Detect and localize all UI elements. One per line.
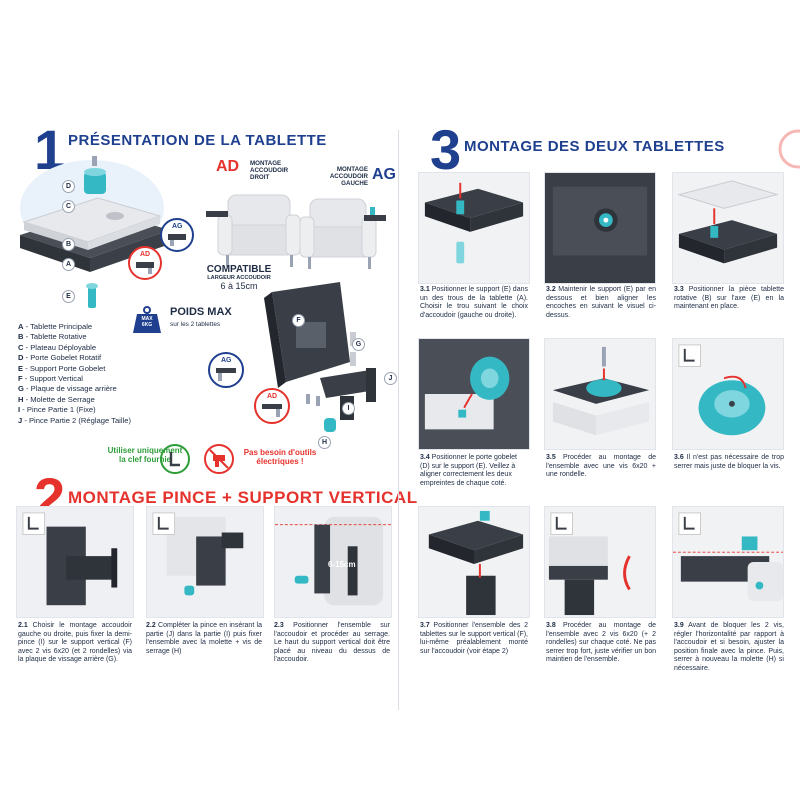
step-3-8-photo <box>544 506 656 618</box>
ag-label: AG <box>372 166 396 183</box>
step-3-5-photo <box>544 338 656 450</box>
compatible-sub: LARGEUR ACCOUDOIR <box>207 275 271 281</box>
step-2-2-caption: 2.2 Compléter la pince en insérant la pa… <box>146 622 262 655</box>
weight-icon <box>132 304 162 334</box>
step-2-2-photo <box>146 506 264 618</box>
ad-clamp-circle: AD <box>254 388 290 424</box>
parts-legend: A - Tablette Principale B - Tablette Rot… <box>18 322 158 426</box>
step-3-4-photo <box>418 338 530 450</box>
step-3-2-caption: 3.2 Maintenir le support (E) par en dess… <box>546 286 656 319</box>
legend-item: B - Tablette Rotative <box>18 332 87 342</box>
step-3-9-caption: 3.9 Avant de bloquer les 2 vis, régler l… <box>674 622 784 672</box>
ad-caption: MONTAGE ACCOUDOIR DROIT <box>250 160 289 181</box>
legend-item: A - Tablette Principale <box>18 322 93 331</box>
note-key: Utiliser uniquement la clef fournie <box>107 446 183 464</box>
step-3-3-caption: 3.3 Positionner la pièce tablette rotati… <box>674 286 784 311</box>
allen-key-icon <box>160 444 190 474</box>
section3-number: 3 <box>430 118 462 181</box>
legend-item: F - Support Vertical <box>18 374 83 384</box>
ag-clamp-circle: AG <box>208 352 244 388</box>
part-badge-i: I <box>342 402 355 415</box>
brand-logo-icon <box>768 126 800 172</box>
section1-title: PRÉSENTATION DE LA TABLETTE <box>68 132 327 149</box>
compatible-title: COMPATIBLE <box>206 264 272 275</box>
note-tools: Pas besoin d'outils électriques ! <box>243 448 317 466</box>
legend-item: J - Pince Partie 2 (Réglage Taille) <box>18 415 131 425</box>
step-3-7-caption: 3.7 Positionner l'ensemble des 2 tablett… <box>420 622 528 655</box>
legend-item: H - Molette de Serrage <box>18 394 95 404</box>
weight-title: POIDS MAX <box>170 306 232 318</box>
tablet-illustration <box>10 150 200 290</box>
part-badge-f: F <box>292 314 305 327</box>
part-badge-j: J <box>384 372 397 385</box>
step-3-4-caption: 3.4 Positionner le porte gobelet (D) sur… <box>420 454 517 487</box>
legend-item: I - Pince Partie 1 (Fixe) <box>18 405 96 415</box>
step-3-5-caption: 3.5 Procéder au montage de l'ensemble av… <box>546 454 656 479</box>
step-3-6-caption: 3.6 Il n'est pas nécessaire de trop serr… <box>674 454 784 470</box>
step-2-1-photo <box>16 506 134 618</box>
step-3-7-photo <box>418 506 530 618</box>
armchairs-illustration <box>204 185 390 273</box>
section3-title: MONTAGE DES DEUX TABLETTES <box>464 138 725 155</box>
step-2-3-caption: 2.3 Positionner l'ensemble sur l'accoudo… <box>274 622 390 664</box>
ag-caption: MONTAGE ACCOUDOIR GAUCHE <box>329 166 368 187</box>
compatible-block: COMPATIBLE LARGEUR ACCOUDOIR 6 à 15cm <box>196 264 282 291</box>
legend-item: E - Support Porte Gobelet <box>18 363 106 373</box>
part-badge-a: A <box>62 258 75 271</box>
step-3-6-photo <box>672 338 784 450</box>
width-range-label: 6-15cm <box>328 560 356 569</box>
compatible-range: 6 à 15cm <box>220 281 258 291</box>
step-3-1-photo <box>418 172 530 284</box>
step-2-3-photo <box>274 506 392 618</box>
section2-title: MONTAGE PINCE + SUPPORT VERTICAL <box>68 488 418 507</box>
part-badge-c: C <box>62 200 75 213</box>
step-3-8-caption: 3.8 Procéder au montage de l'ensemble av… <box>546 622 656 664</box>
step-3-1-caption: 3.1 Positionner le support (E) dans un d… <box>420 286 528 319</box>
part-badge-h: H <box>318 436 331 449</box>
part-badge-e: E <box>62 290 75 303</box>
step-3-9-photo <box>672 506 784 618</box>
part-badge-b: B <box>62 238 75 251</box>
part-badge-g: G <box>352 338 365 351</box>
support-e-illustration <box>84 282 100 310</box>
weight-sub: sur les 2 tablettes <box>170 321 221 328</box>
legend-item: G - Plaque de vissage arrière <box>18 384 117 394</box>
step-3-3-photo <box>672 172 784 284</box>
ad-detail-circle: AD <box>128 246 162 280</box>
part-badge-d: D <box>62 180 75 193</box>
step-3-2-photo <box>544 172 656 284</box>
legend-item: D - Porte Gobelet Rotatif <box>18 353 102 363</box>
ad-label: AD <box>216 158 240 175</box>
no-drill-icon <box>204 444 234 474</box>
ag-detail-circle: AG <box>160 218 194 252</box>
step-2-1-caption: 2.1 Choisir le montage accoudoir gauche … <box>18 622 132 664</box>
column-divider <box>398 130 399 710</box>
legend-item: C - Plateau Déployable <box>18 342 97 352</box>
